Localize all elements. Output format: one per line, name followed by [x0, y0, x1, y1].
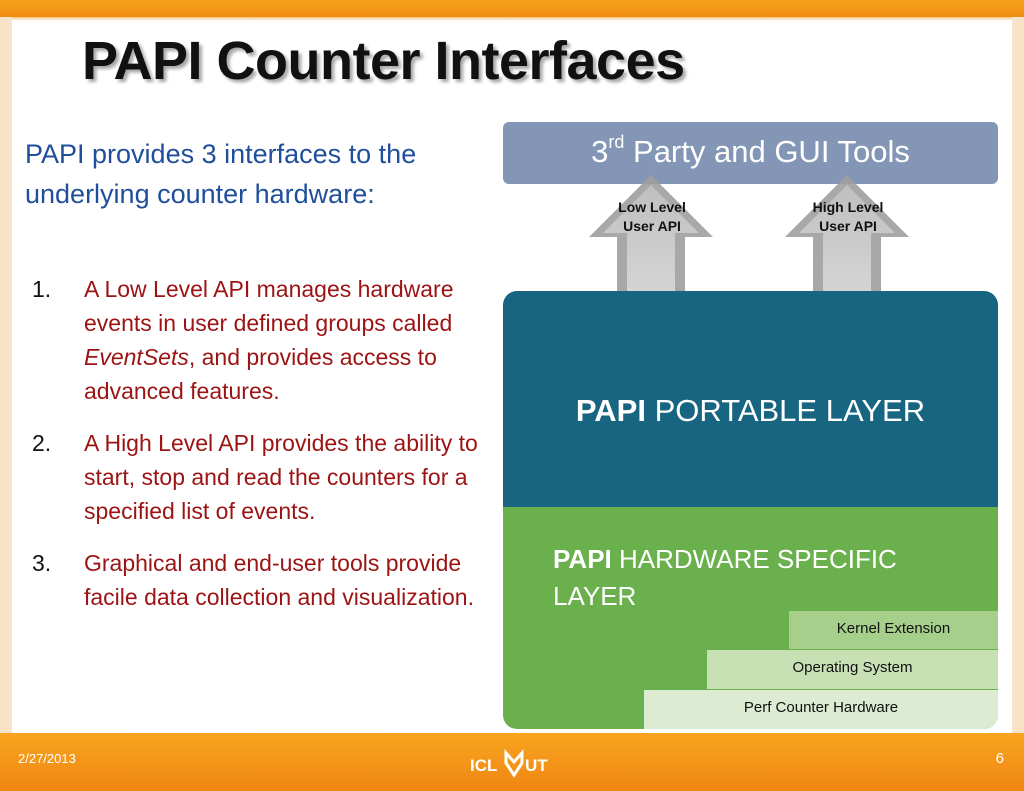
portable-layer-label: PAPI PORTABLE LAYER [503, 393, 998, 429]
tools-prefix: 3 [591, 134, 609, 169]
operating-system-step: Operating System [707, 650, 998, 689]
third-party-tools-box: 3rd Party and GUI Tools [503, 122, 998, 184]
list-text: A Low Level API manages hardware events … [84, 276, 454, 336]
list-item: 1. A Low Level API manages hardware even… [32, 272, 482, 408]
portable-layer-rest: PORTABLE LAYER [645, 393, 926, 428]
low-level-line1: Low Level [618, 199, 686, 215]
portable-layer-box: PAPI PORTABLE LAYER [503, 291, 998, 507]
hardware-layer-box: PAPI HARDWARE SPECIFIC LAYER Kernel Exte… [503, 507, 998, 729]
kernel-extension-step: Kernel Extension [789, 611, 998, 649]
low-level-arrow-icon [589, 175, 713, 315]
high-level-label: High Level User API [788, 198, 908, 236]
list-number: 3. [32, 550, 52, 576]
icl-ut-logo-icon: ICL UT [470, 749, 548, 778]
hardware-layer-label: PAPI HARDWARE SPECIFIC LAYER [553, 541, 953, 615]
hardware-layer-rest: HARDWARE SPECIFIC LAYER [553, 544, 897, 611]
top-bar-shade [0, 17, 1024, 21]
high-level-line1: High Level [812, 199, 884, 215]
slide-date: 2/27/2013 [18, 751, 76, 766]
left-slide-edge [0, 17, 12, 733]
low-level-line2: User API [623, 218, 681, 234]
list-text: Graphical and end-user tools provide fac… [84, 550, 474, 610]
right-slide-edge [1012, 17, 1024, 733]
high-level-arrow-icon [785, 175, 909, 315]
high-level-line2: User API [819, 218, 877, 234]
perf-counter-hardware-step: Perf Counter Hardware [644, 690, 998, 729]
svg-text:UT: UT [525, 756, 548, 775]
list-text: , and provides access to advanced featur… [84, 344, 437, 404]
list-number: 1. [32, 276, 52, 302]
interface-list: 1. A Low Level API manages hardware even… [32, 272, 482, 614]
list-item: 2. A High Level API provides the ability… [32, 426, 482, 528]
intro-text: PAPI provides 3 interfaces to the underl… [25, 139, 417, 209]
page-number: 6 [995, 750, 1004, 767]
top-accent-bar [0, 0, 1024, 17]
tools-label: Party and GUI Tools [624, 134, 910, 169]
list-text: A High Level API provides the ability to… [84, 430, 478, 524]
list-text-emphasis: EventSets [84, 344, 189, 370]
svg-text:ICL: ICL [470, 756, 497, 775]
list-number: 2. [32, 430, 52, 456]
tools-superscript: rd [608, 132, 625, 152]
hardware-layer-bold: PAPI [553, 544, 612, 574]
list-item: 3. Graphical and end-user tools provide … [32, 546, 482, 614]
low-level-label: Low Level User API [592, 198, 712, 236]
portable-layer-bold: PAPI [575, 393, 646, 428]
slide-title: PAPI Counter Interfaces [82, 31, 685, 91]
